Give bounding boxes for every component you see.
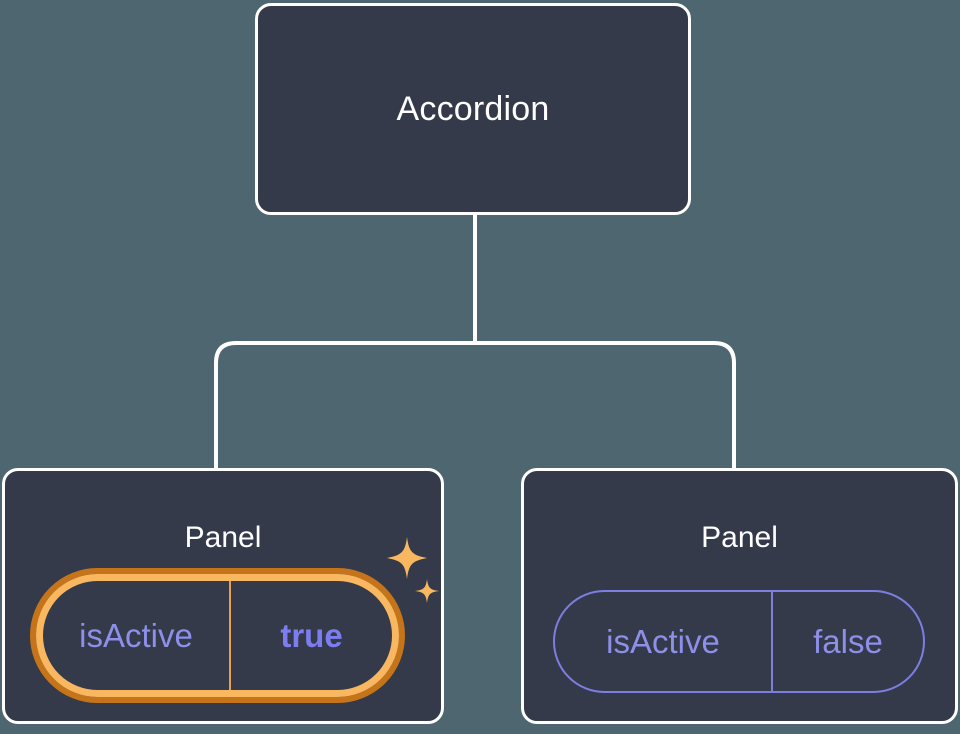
prop-pill-isactive-true[interactable]: isActive true: [30, 568, 405, 703]
prop-pill-highlighted-wrap: isActive true: [30, 568, 405, 703]
prop-pill-inner-ring: isActive true: [36, 574, 399, 697]
prop-pill-isactive-false[interactable]: isActive false: [553, 590, 925, 693]
node-accordion[interactable]: Accordion: [255, 3, 691, 215]
prop-key: isActive: [43, 581, 231, 690]
prop-value: false: [813, 623, 883, 660]
node-panel-active-label: Panel: [184, 521, 262, 554]
prop-pill-plain-wrap: isActive false: [553, 590, 925, 693]
node-panel-inactive-label: Panel: [701, 521, 778, 554]
edge-branch-bus: [214, 341, 736, 470]
node-accordion-label: Accordion: [396, 90, 550, 128]
prop-key: isActive: [555, 592, 773, 691]
prop-value: true: [280, 617, 343, 654]
